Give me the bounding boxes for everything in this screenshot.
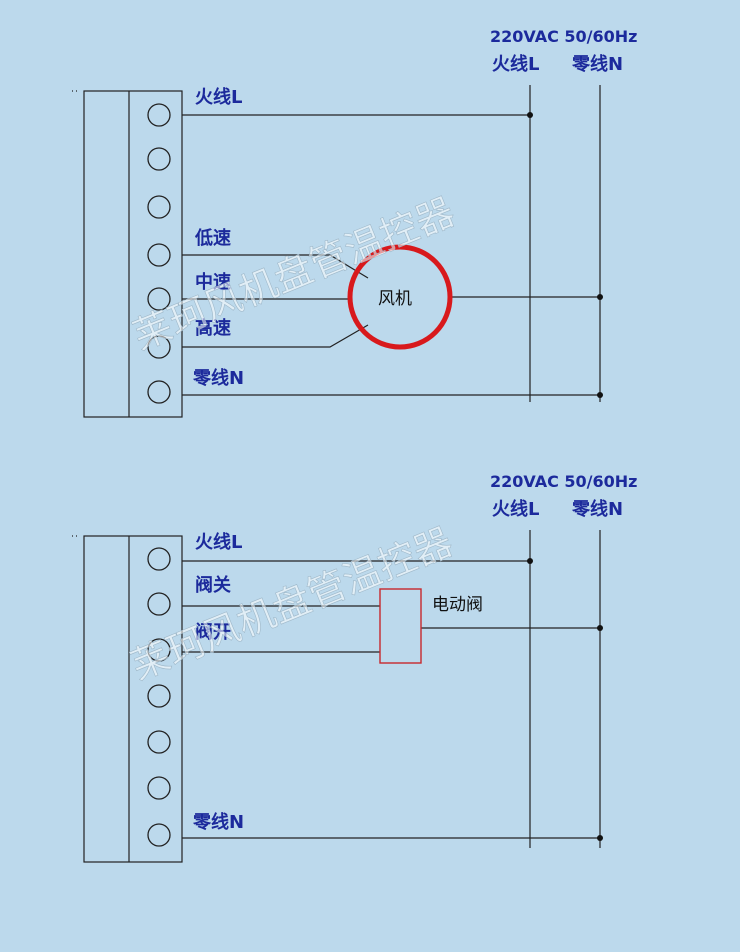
supply-live-label: 火线L — [492, 498, 539, 520]
fan-label: 风机 — [378, 289, 412, 309]
terminal-3 — [147, 195, 171, 219]
terminal-6 — [147, 335, 171, 359]
terminal-6 — [147, 776, 171, 800]
live-junction — [527, 112, 533, 118]
fan-neutral-junction — [597, 294, 603, 300]
terminal-2 — [147, 592, 171, 616]
controller-body — [83, 90, 183, 418]
live-label: 火线L — [195, 531, 242, 553]
supply-live-label: 火线L — [492, 53, 539, 75]
high-speed-label: 高速 — [195, 317, 231, 339]
neutral-junction — [597, 835, 603, 841]
watermark-text: 莱珂风机盘管温控器 — [127, 189, 461, 358]
terminal-7 — [147, 823, 171, 847]
live-label: 火线L — [195, 86, 242, 108]
valve-open-label: 阀开 — [195, 621, 231, 643]
terminal-7 — [147, 380, 171, 404]
neutral-label: 零线N — [192, 367, 244, 389]
neutral-junction — [597, 392, 603, 398]
valve-neutral-junction — [597, 625, 603, 631]
terminal-4 — [147, 243, 171, 267]
valve-close-label: 阀关 — [195, 574, 231, 596]
neutral-label: 零线N — [192, 811, 244, 833]
terminal-4 — [147, 684, 171, 708]
terminal-1 — [147, 547, 171, 571]
live-junction — [527, 558, 533, 564]
valve-label: 电动阀 — [432, 595, 483, 615]
motorized-valve-symbol — [379, 588, 422, 664]
mid-speed-label: 中速 — [195, 271, 231, 293]
valve-wiring-diagram: 220VAC 50/60Hz 火线L 零线N 电动阀 火线L 阀关 — [72, 472, 637, 863]
terminal-3 — [147, 638, 171, 662]
fan-motor-symbol — [347, 244, 453, 350]
terminal-1 — [147, 103, 171, 127]
terminal-5 — [147, 730, 171, 754]
terminal-5 — [147, 287, 171, 311]
terminal-2 — [147, 147, 171, 171]
fan-wiring-diagram: 220VAC 50/60Hz 火线L 零线N 风机 火线L 低 — [72, 27, 637, 418]
low-speed-label: 低速 — [194, 227, 231, 249]
supply-voltage-label: 220VAC 50/60Hz — [490, 472, 637, 491]
high-speed-wire — [182, 324, 369, 348]
supply-neutral-label: 零线N — [571, 498, 623, 520]
supply-voltage-label: 220VAC 50/60Hz — [490, 27, 637, 46]
supply-neutral-label: 零线N — [571, 53, 623, 75]
controller-body — [83, 535, 183, 863]
